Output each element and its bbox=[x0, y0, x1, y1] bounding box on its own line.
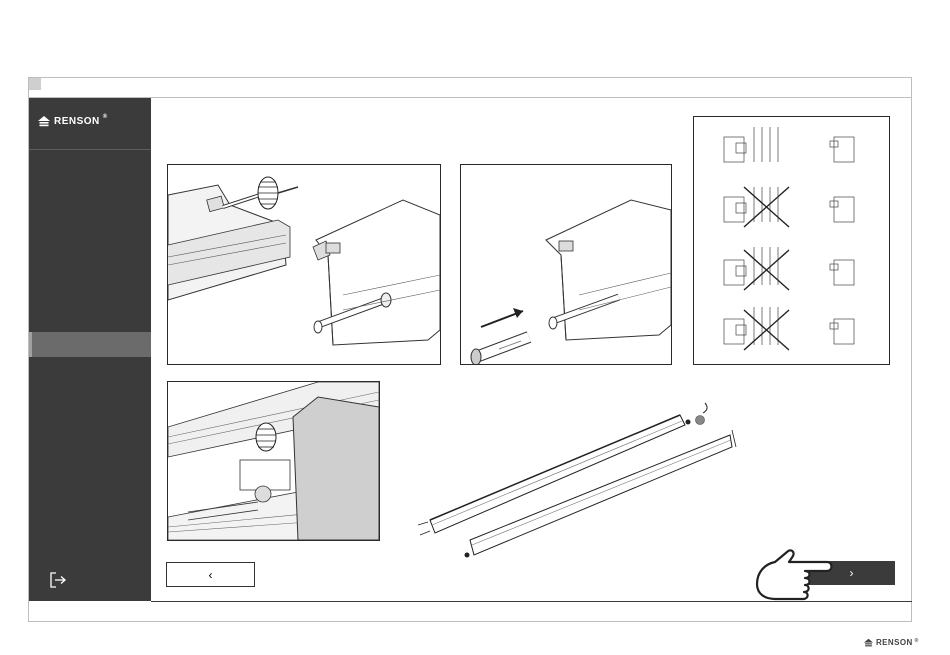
renson-logo: RENSON® bbox=[37, 114, 108, 128]
installed-illustration bbox=[167, 381, 380, 541]
prev-button[interactable]: ‹ bbox=[166, 562, 255, 587]
pointing-hand-icon bbox=[755, 544, 835, 606]
tube-insert-illustration bbox=[460, 164, 672, 365]
rails-illustration bbox=[410, 395, 750, 565]
orientation-grid-illustration bbox=[693, 116, 890, 365]
footer-logo: RENSON® bbox=[863, 638, 919, 647]
brand-name: RENSON bbox=[54, 116, 100, 127]
footer-brand-mark: ® bbox=[915, 638, 919, 644]
motor-insert-illustration bbox=[167, 164, 441, 365]
footer-brand-name: RENSON bbox=[876, 638, 913, 647]
brand-mark: ® bbox=[103, 114, 108, 120]
renson-logo-icon bbox=[37, 115, 51, 127]
exit-icon[interactable] bbox=[48, 570, 68, 590]
window-corner-tab bbox=[29, 78, 41, 90]
renson-logo-icon bbox=[863, 638, 874, 647]
sidebar-divider bbox=[29, 149, 151, 150]
sidebar-item-active[interactable] bbox=[29, 332, 151, 357]
